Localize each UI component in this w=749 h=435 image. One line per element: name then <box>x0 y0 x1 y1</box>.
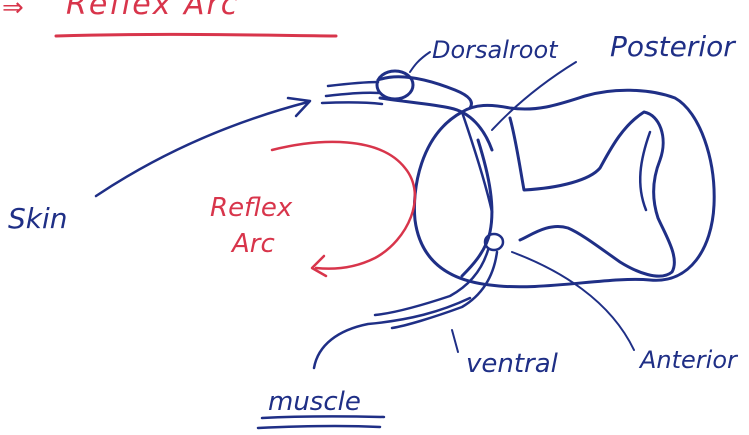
reflex-arc-arrowhead <box>312 256 326 276</box>
afferent-fiber-1 <box>328 82 378 86</box>
ventral-tick <box>452 330 458 352</box>
afferent-fiber-3 <box>322 102 382 104</box>
label-anterior: Anterior <box>638 346 739 374</box>
label-muscle: muscle <box>268 387 361 417</box>
dorsal-root-leader <box>410 52 430 72</box>
title-arrow: ⇒ <box>2 0 24 23</box>
label-arc: Arc <box>230 229 275 259</box>
muscle-underline-2 <box>258 426 380 428</box>
grey-matter-right-edge <box>510 112 674 276</box>
grey-matter-inner-line <box>640 132 650 210</box>
label-dorsal-root: Dorsalroot <box>432 36 559 64</box>
sensory-path <box>462 112 492 212</box>
spinal-cord-outline <box>414 90 714 287</box>
afferent-fiber-2 <box>326 93 380 96</box>
muscle-underline-1 <box>262 416 384 418</box>
title-underline <box>56 34 336 36</box>
posterior-leader <box>492 62 576 130</box>
page-title: Reflex Arc <box>66 0 239 22</box>
motor-fiber-to-muscle <box>314 298 470 368</box>
dorsal-root-ganglion <box>377 71 413 99</box>
label-reflex: Reflex <box>210 193 293 223</box>
label-ventral: ventral <box>466 349 559 379</box>
label-posterior: Posterior <box>610 30 736 63</box>
reflex-arc-curve <box>272 142 415 269</box>
anterior-leader <box>512 252 634 350</box>
label-skin: Skin <box>8 202 68 235</box>
